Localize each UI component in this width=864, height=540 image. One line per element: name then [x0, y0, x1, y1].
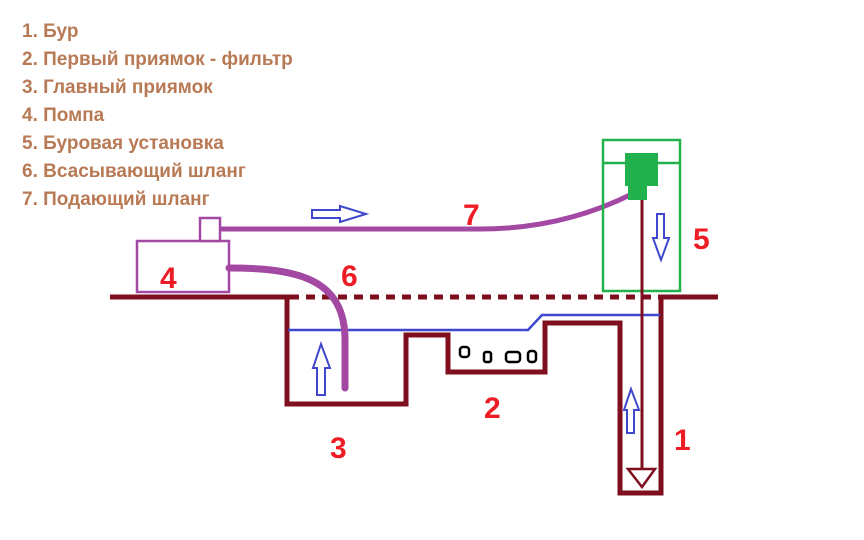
arrow-right-icon	[311, 204, 370, 224]
label-supply-hose: 7	[463, 199, 480, 232]
rig-chuck	[628, 186, 647, 200]
arrow-down-icon	[651, 213, 671, 263]
pit-outline	[284, 297, 664, 496]
drill-bit	[625, 467, 658, 490]
label-rig: 5	[693, 223, 710, 256]
arrow-up-pit-icon	[311, 341, 332, 396]
pump-body	[135, 239, 231, 294]
arrow-up-rig-icon	[622, 386, 641, 434]
supply-hose	[220, 191, 634, 232]
water-level	[288, 313, 660, 332]
label-drill: 1	[674, 424, 691, 457]
legend-item-main-pit: 3. Главный приямок	[22, 77, 213, 98]
legend-item-drill: 1. Бур	[22, 21, 79, 42]
rig-motor	[625, 153, 658, 186]
label-main-pit: 3	[330, 432, 347, 465]
pump-outlet	[198, 216, 222, 243]
legend-item-pump: 4. Помпа	[22, 105, 105, 126]
legend-item-rig: 5. Буровая установка	[22, 133, 224, 154]
suction-hose	[225, 264, 349, 392]
label-pump: 4	[160, 262, 177, 295]
debris-filter	[458, 345, 538, 364]
legend: 1. Бур 2. Первый приямок - фильтр 3. Гла…	[22, 18, 293, 214]
legend-item-supply-hose: 7. Подающий шланг	[22, 189, 210, 210]
label-filter-pit: 2	[484, 392, 501, 425]
legend-item-filter-pit: 2. Первый приямок - фильтр	[22, 49, 293, 70]
label-suction-hose: 6	[341, 260, 358, 293]
legend-item-suction-hose: 6. Всасывающий шланг	[22, 161, 246, 182]
